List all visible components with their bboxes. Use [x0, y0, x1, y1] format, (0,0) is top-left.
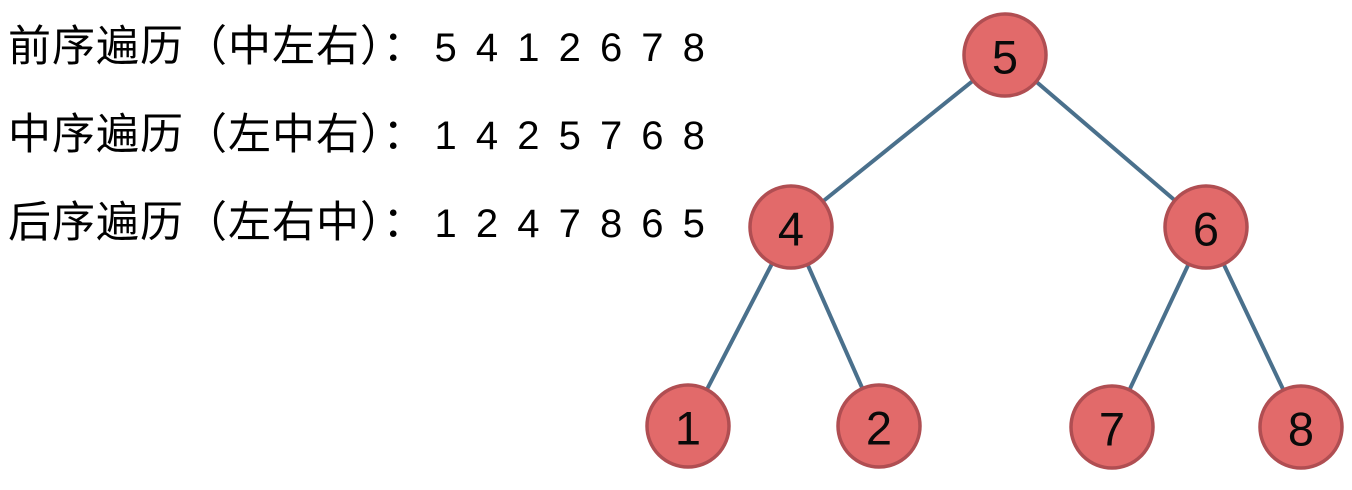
- tree-node-5: 5: [962, 12, 1048, 98]
- tree-node-label: 6: [1193, 203, 1219, 256]
- tree-node-circle: [748, 184, 834, 270]
- tree-node-4: 4: [748, 184, 834, 270]
- tree-node-6: 6: [1163, 184, 1249, 270]
- tree-edge: [1003, 53, 1208, 229]
- postorder-sequence: 1 2 4 7 8 6 5: [434, 202, 709, 246]
- tree-node-circle: [645, 383, 731, 469]
- tree-node-2: 2: [836, 383, 922, 469]
- tree-node-7: 7: [1069, 384, 1155, 470]
- tree-node-circle: [1258, 384, 1344, 470]
- tree-node-label: 2: [866, 402, 892, 455]
- tree-node-label: 4: [778, 203, 804, 256]
- inorder-traversal-line: 中序遍历（左中右）：1 4 2 5 7 6 8: [8, 114, 709, 158]
- preorder-label: 前序遍历（中左右）：: [8, 23, 427, 71]
- postorder-label: 后序遍历（左右中）：: [8, 199, 427, 247]
- traversal-text-block: 前序遍历（中左右）：5 4 1 2 6 7 8 中序遍历（左中右）：1 4 2 …: [8, 26, 709, 290]
- tree-node-circle: [962, 12, 1048, 98]
- inorder-sequence: 1 4 2 5 7 6 8: [434, 114, 709, 158]
- tree-node-circle: [1163, 184, 1249, 270]
- inorder-label: 中序遍历（左中右）：: [8, 111, 427, 159]
- tree-node-circle: [836, 383, 922, 469]
- preorder-sequence: 5 4 1 2 6 7 8: [434, 26, 709, 70]
- tree-node-label: 8: [1288, 403, 1314, 456]
- tree-node-label: 5: [992, 31, 1018, 84]
- preorder-traversal-line: 前序遍历（中左右）：5 4 1 2 6 7 8: [8, 26, 709, 70]
- postorder-traversal-line: 后序遍历（左右中）：1 2 4 7 8 6 5: [8, 202, 709, 246]
- tree-edge: [789, 53, 1007, 229]
- tree-node-1: 1: [645, 383, 731, 469]
- tree-node-label: 7: [1099, 403, 1125, 456]
- tree-node-8: 8: [1258, 384, 1344, 470]
- tree-node-label: 1: [675, 402, 701, 455]
- tree-node-circle: [1069, 384, 1155, 470]
